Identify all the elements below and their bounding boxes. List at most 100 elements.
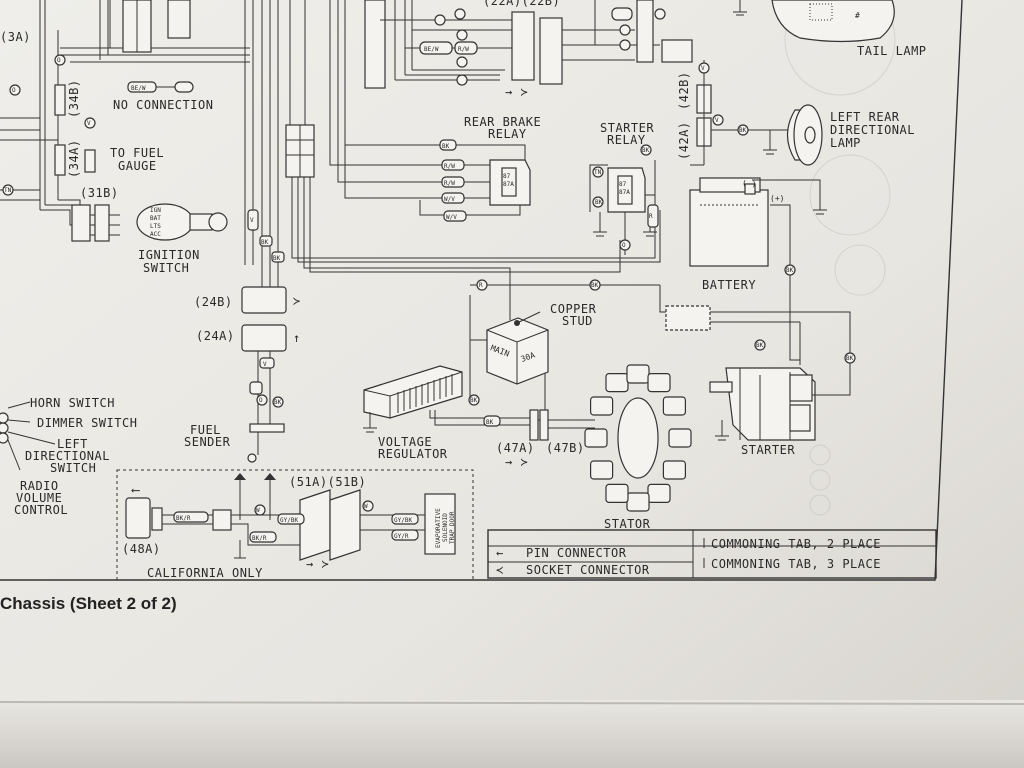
legend: ← ≺ bbox=[487, 529, 937, 579]
radio-volume-label-1: RADIO bbox=[20, 479, 59, 493]
page-bottom-shadow bbox=[0, 700, 1024, 768]
sheet-caption: Chassis (Sheet 2 of 2) bbox=[0, 594, 177, 613]
fuel-sender-label-2: SENDER bbox=[184, 435, 231, 449]
stator-pole bbox=[662, 460, 687, 480]
main-fuse-30a: MAIN 30A bbox=[486, 317, 549, 385]
connector-31b-label: (31B) bbox=[80, 186, 119, 200]
svg-text:BK: BK bbox=[442, 143, 450, 150]
svg-text:V: V bbox=[250, 217, 254, 224]
svg-text:BK: BK bbox=[786, 267, 794, 274]
california-only-label: CALIFORNIA ONLY bbox=[147, 566, 263, 580]
tail-lamp: # bbox=[771, 0, 895, 43]
svg-text:LTS: LTS bbox=[150, 223, 161, 230]
bleed-through bbox=[784, 0, 896, 516]
svg-text:BK: BK bbox=[739, 127, 747, 134]
left-rear-directional-label-3: LAMP bbox=[830, 136, 861, 150]
svg-text:BK: BK bbox=[486, 419, 494, 426]
svg-text:≻: ≻ bbox=[293, 294, 301, 308]
svg-text:R/W: R/W bbox=[458, 46, 469, 53]
connector-block-top-center bbox=[364, 0, 386, 89]
svg-text:87A: 87A bbox=[503, 181, 514, 188]
svg-text:⟵: ⟵ bbox=[131, 483, 140, 497]
stator-core bbox=[617, 397, 659, 479]
connector-42b-label: (42B) bbox=[677, 71, 691, 110]
svg-text:BK: BK bbox=[261, 239, 269, 246]
svg-text:GY/BK: GY/BK bbox=[394, 517, 412, 524]
connector-block-top-left-2 bbox=[167, 0, 191, 39]
connector-block-right bbox=[661, 39, 693, 63]
inline-connector bbox=[665, 305, 711, 331]
svg-text:87: 87 bbox=[619, 181, 627, 188]
left-directional-label-2: DIRECTIONAL bbox=[25, 449, 110, 463]
connector-22b bbox=[539, 17, 563, 85]
svg-text:O: O bbox=[12, 87, 16, 94]
connector-34b-body bbox=[54, 84, 66, 116]
battery-label: BATTERY bbox=[702, 278, 756, 292]
wire-code-o bbox=[9, 84, 21, 96]
stator-pole bbox=[626, 492, 650, 512]
connector-34a-body bbox=[54, 144, 66, 176]
svg-text:W: W bbox=[256, 507, 260, 514]
connector-24b-label: (24B) bbox=[194, 295, 233, 309]
svg-text:BK: BK bbox=[756, 342, 764, 349]
voltage-regulator-label-2: REGULATOR bbox=[378, 447, 448, 461]
svg-text:R: R bbox=[649, 213, 653, 220]
svg-text:→ ≻: → ≻ bbox=[306, 557, 329, 571]
svg-text:→ ≻: → ≻ bbox=[505, 455, 528, 469]
starter-label: STARTER bbox=[741, 443, 795, 457]
svg-text:≺: ≺ bbox=[496, 563, 504, 577]
stator-pole bbox=[605, 373, 629, 393]
switch-cluster-stub bbox=[0, 401, 56, 471]
svg-text:TN: TN bbox=[4, 187, 12, 194]
left-directional-label-3: SWITCH bbox=[50, 461, 96, 475]
stator-pole bbox=[589, 460, 614, 480]
ignition-switch: IGN BAT LTS ACC bbox=[136, 203, 228, 241]
svg-text:(-): (-) bbox=[742, 179, 756, 188]
california-only-box bbox=[116, 469, 474, 581]
svg-text:R/W: R/W bbox=[444, 163, 455, 170]
stator-pole bbox=[647, 483, 671, 503]
svg-text:BK/R: BK/R bbox=[252, 535, 267, 542]
rear-brake-relay-label-1: REAR BRAKE bbox=[464, 115, 541, 129]
copper-stud-label-2: STUD bbox=[562, 314, 593, 328]
legend-commoning-tab-2: COMMONING TAB, 2 PLACE bbox=[711, 537, 881, 551]
svg-text:(+): (+) bbox=[770, 194, 784, 203]
svg-text:W/V: W/V bbox=[444, 196, 455, 203]
svg-text:BK: BK bbox=[470, 397, 478, 404]
svg-text:ACC: ACC bbox=[150, 231, 161, 238]
svg-text:V: V bbox=[263, 361, 267, 368]
fuel-sender-label-1: FUEL bbox=[190, 423, 221, 437]
rear-brake-relay: 87 87A bbox=[489, 159, 531, 206]
voltage-regulator-label-1: VOLTAGE bbox=[378, 435, 432, 449]
svg-text:87A: 87A bbox=[619, 189, 630, 196]
battery bbox=[689, 177, 769, 267]
rear-brake-relay-label-2: RELAY bbox=[488, 127, 527, 141]
connector-24b bbox=[241, 286, 287, 314]
connector-block-top-right bbox=[636, 0, 654, 63]
svg-text:SOLENOID: SOLENOID bbox=[442, 513, 449, 542]
svg-text:R/W: R/W bbox=[444, 180, 455, 187]
left-rear-directional-label-1: LEFT REAR bbox=[830, 110, 900, 124]
svg-text:#: # bbox=[855, 11, 860, 20]
svg-text:O: O bbox=[622, 242, 626, 249]
svg-text:V: V bbox=[715, 117, 719, 124]
svg-text:BE/W: BE/W bbox=[131, 85, 146, 92]
svg-text:BAT: BAT bbox=[150, 215, 161, 222]
connector-47b-label: (47B) bbox=[546, 441, 585, 455]
connector-34b-label: (34B) bbox=[67, 79, 81, 118]
connector-42a-label: (42A) bbox=[677, 121, 691, 160]
svg-text:BK: BK bbox=[846, 355, 854, 362]
svg-text:→ ≻: → ≻ bbox=[505, 85, 528, 99]
to-fuel-gauge-label-2: GAUGE bbox=[118, 159, 157, 173]
svg-text:V: V bbox=[701, 65, 705, 72]
stator-pole bbox=[589, 396, 614, 416]
stator bbox=[584, 364, 692, 512]
svg-text:V: V bbox=[87, 120, 91, 127]
stator-pole bbox=[647, 373, 671, 393]
connector-48a-label: (48A) bbox=[122, 542, 161, 556]
connector-24a-label: (24A) bbox=[196, 329, 235, 343]
starter-motor bbox=[709, 367, 816, 441]
svg-text:O: O bbox=[57, 57, 61, 64]
connector-31b-block bbox=[71, 204, 91, 242]
